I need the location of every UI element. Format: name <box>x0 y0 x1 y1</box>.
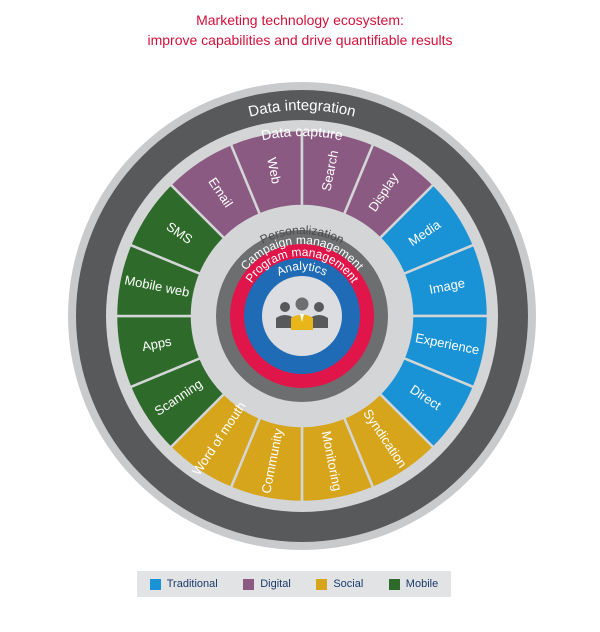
segment-label: Image <box>428 275 466 297</box>
legend-swatch <box>243 578 255 590</box>
legend-swatch <box>316 578 328 590</box>
segment-label: Apps <box>141 333 173 354</box>
legend-item-digital: Digital <box>243 578 291 590</box>
legend-label: Social <box>333 578 364 590</box>
legend-swatch <box>149 578 161 590</box>
data-integration-label: Data integration <box>247 97 358 121</box>
legend-item-traditional: Traditional <box>149 578 218 590</box>
legend-label: Mobile <box>405 578 439 590</box>
diagram-title-line-2: improve capabilities and drive quantifia… <box>147 32 453 48</box>
segment-label: Web <box>264 156 284 185</box>
legend-item-mobile: Mobile <box>388 578 439 590</box>
legend: Traditional Digital Social Mobile <box>137 571 451 597</box>
legend-label: Traditional <box>166 578 218 590</box>
legend-label: Digital <box>260 578 291 590</box>
legend-swatch <box>388 578 400 590</box>
data-capture-label: Data capture <box>260 123 345 143</box>
diagram-title-line-1: Marketing technology ecosystem: <box>196 12 404 28</box>
segment-sms <box>128 182 226 276</box>
legend-item-social: Social <box>316 578 363 590</box>
people-group-icon <box>276 297 328 330</box>
